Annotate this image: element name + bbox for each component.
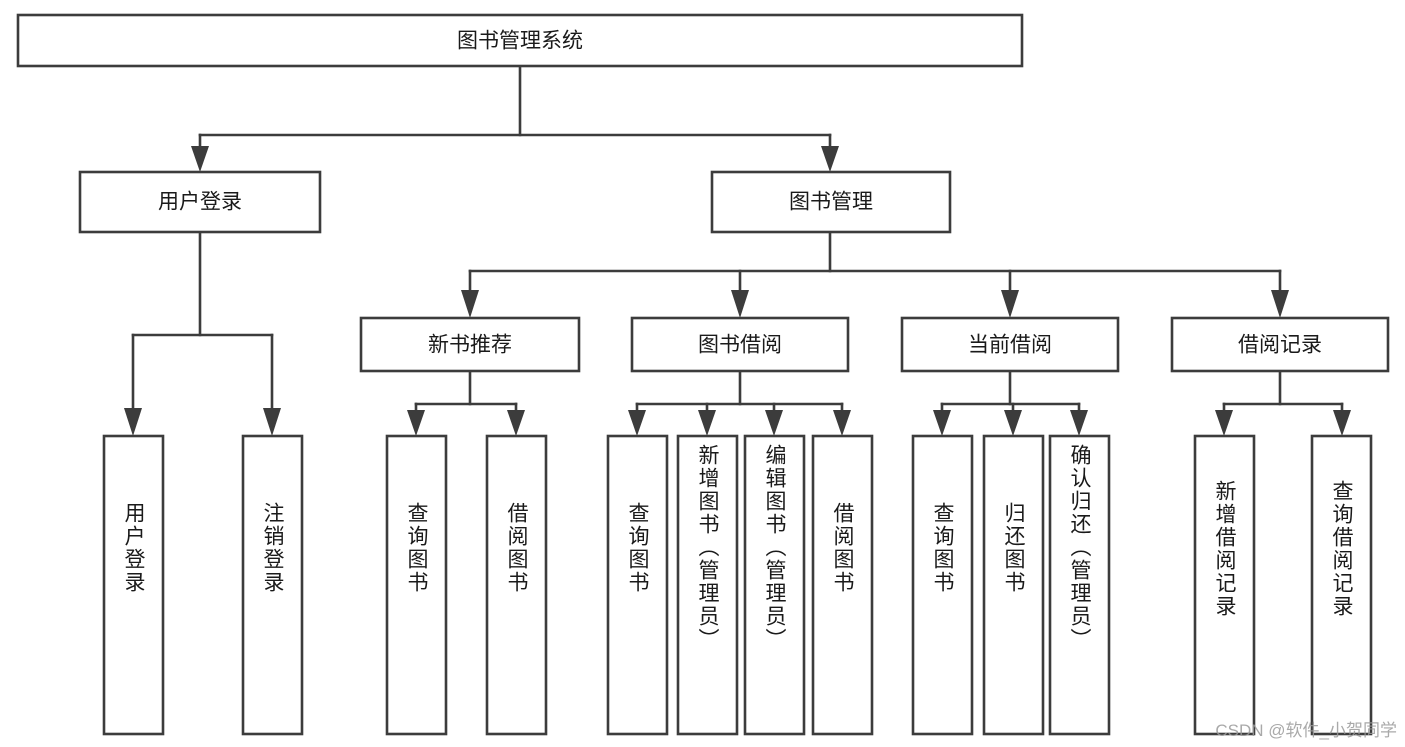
arrow-head-leaf-borrow-book-rec — [507, 410, 525, 436]
node-leaf-borrow-book-bor-box[interactable] — [811, 434, 874, 736]
connector-group-current-borrow — [933, 369, 1088, 436]
connector-group-user-login — [124, 230, 281, 436]
node-current-borrow-label: 当前借阅 — [968, 334, 1052, 357]
arrow-head-leaf-add-book-admin — [698, 410, 716, 436]
node-book-management[interactable]: 图书管理 — [710, 170, 952, 234]
arrow-head-leaf-return-book — [1004, 410, 1022, 436]
arrow-head-current-borrow — [1001, 290, 1019, 318]
node-book-borrow-label: 图书借阅 — [698, 334, 782, 357]
connector-group-book-borrow — [628, 369, 851, 436]
node-user-login-label: 用户登录 — [158, 191, 242, 214]
arrow-head-leaf-add-borrow-record — [1215, 410, 1233, 436]
arrow-head-book-management — [821, 146, 839, 172]
node-borrow-record-box[interactable] — [1170, 316, 1390, 373]
node-book-borrow[interactable]: 图书借阅 — [630, 316, 850, 373]
arrow-head-leaf-borrow-book-bor — [833, 410, 851, 436]
arrow-head-borrow-record — [1271, 290, 1289, 318]
arrow-head-leaf-query-borrow-record — [1333, 410, 1351, 436]
leaf-boxes — [102, 434, 1373, 736]
node-new-book-recommend-box[interactable] — [359, 316, 581, 373]
arrow-head-leaf-logout-login — [263, 408, 281, 436]
node-leaf-query-book-bor-box[interactable] — [606, 434, 669, 736]
arrow-head-leaf-confirm-return-admin — [1070, 410, 1088, 436]
node-book-management-label: 图书管理 — [789, 191, 873, 214]
node-leaf-confirm-return-admin-box[interactable] — [1048, 434, 1111, 736]
node-leaf-borrow-book-rec-box[interactable] — [485, 434, 548, 736]
node-new-book-recommend-label: 新书推荐 — [428, 334, 512, 357]
node-borrow-record-label: 借阅记录 — [1238, 334, 1322, 357]
node-user-login[interactable]: 用户登录 — [78, 170, 322, 234]
node-root-label: 图书管理系统 — [457, 30, 583, 53]
node-book-borrow-box[interactable] — [630, 316, 850, 373]
node-borrow-record[interactable]: 借阅记录 — [1170, 316, 1390, 373]
node-leaf-query-book-rec-box[interactable] — [385, 434, 448, 736]
connector-group-book-management — [461, 230, 1289, 318]
node-current-borrow-box[interactable] — [900, 316, 1120, 373]
arrow-head-leaf-query-book-cur — [933, 410, 951, 436]
node-leaf-logout-login-box[interactable] — [241, 434, 304, 736]
node-root[interactable]: 图书管理系统 — [16, 13, 1024, 68]
arrow-head-book-borrow — [731, 290, 749, 318]
node-leaf-user-login-box[interactable] — [102, 434, 165, 736]
node-leaf-query-borrow-record-box[interactable] — [1310, 434, 1373, 736]
watermark-text: CSDN @软件_小贺同学 — [1215, 721, 1397, 740]
arrow-head-user-login — [191, 146, 209, 172]
arrow-head-leaf-query-book-rec — [407, 410, 425, 436]
node-leaf-add-book-admin-box[interactable] — [676, 434, 739, 736]
arrow-head-new-book-recommend — [461, 290, 479, 318]
arrow-head-leaf-user-login — [124, 408, 142, 436]
connector-group-new-book-recommend — [407, 369, 525, 436]
node-leaf-return-book-box[interactable] — [982, 434, 1045, 736]
arrow-head-leaf-query-book-bor — [628, 410, 646, 436]
node-leaf-add-borrow-record-box[interactable] — [1193, 434, 1256, 736]
arrow-head-leaf-edit-book-admin — [765, 410, 783, 436]
node-leaf-query-book-cur-box[interactable] — [911, 434, 974, 736]
node-root-box[interactable] — [16, 13, 1024, 68]
node-current-borrow[interactable]: 当前借阅 — [900, 316, 1120, 373]
connector-group-root — [191, 64, 839, 172]
connector-group-borrow-record — [1215, 369, 1351, 436]
node-leaf-edit-book-admin-box[interactable] — [743, 434, 806, 736]
node-book-management-box[interactable] — [710, 170, 952, 234]
node-user-login-box[interactable] — [78, 170, 322, 234]
node-new-book-recommend[interactable]: 新书推荐 — [359, 316, 581, 373]
